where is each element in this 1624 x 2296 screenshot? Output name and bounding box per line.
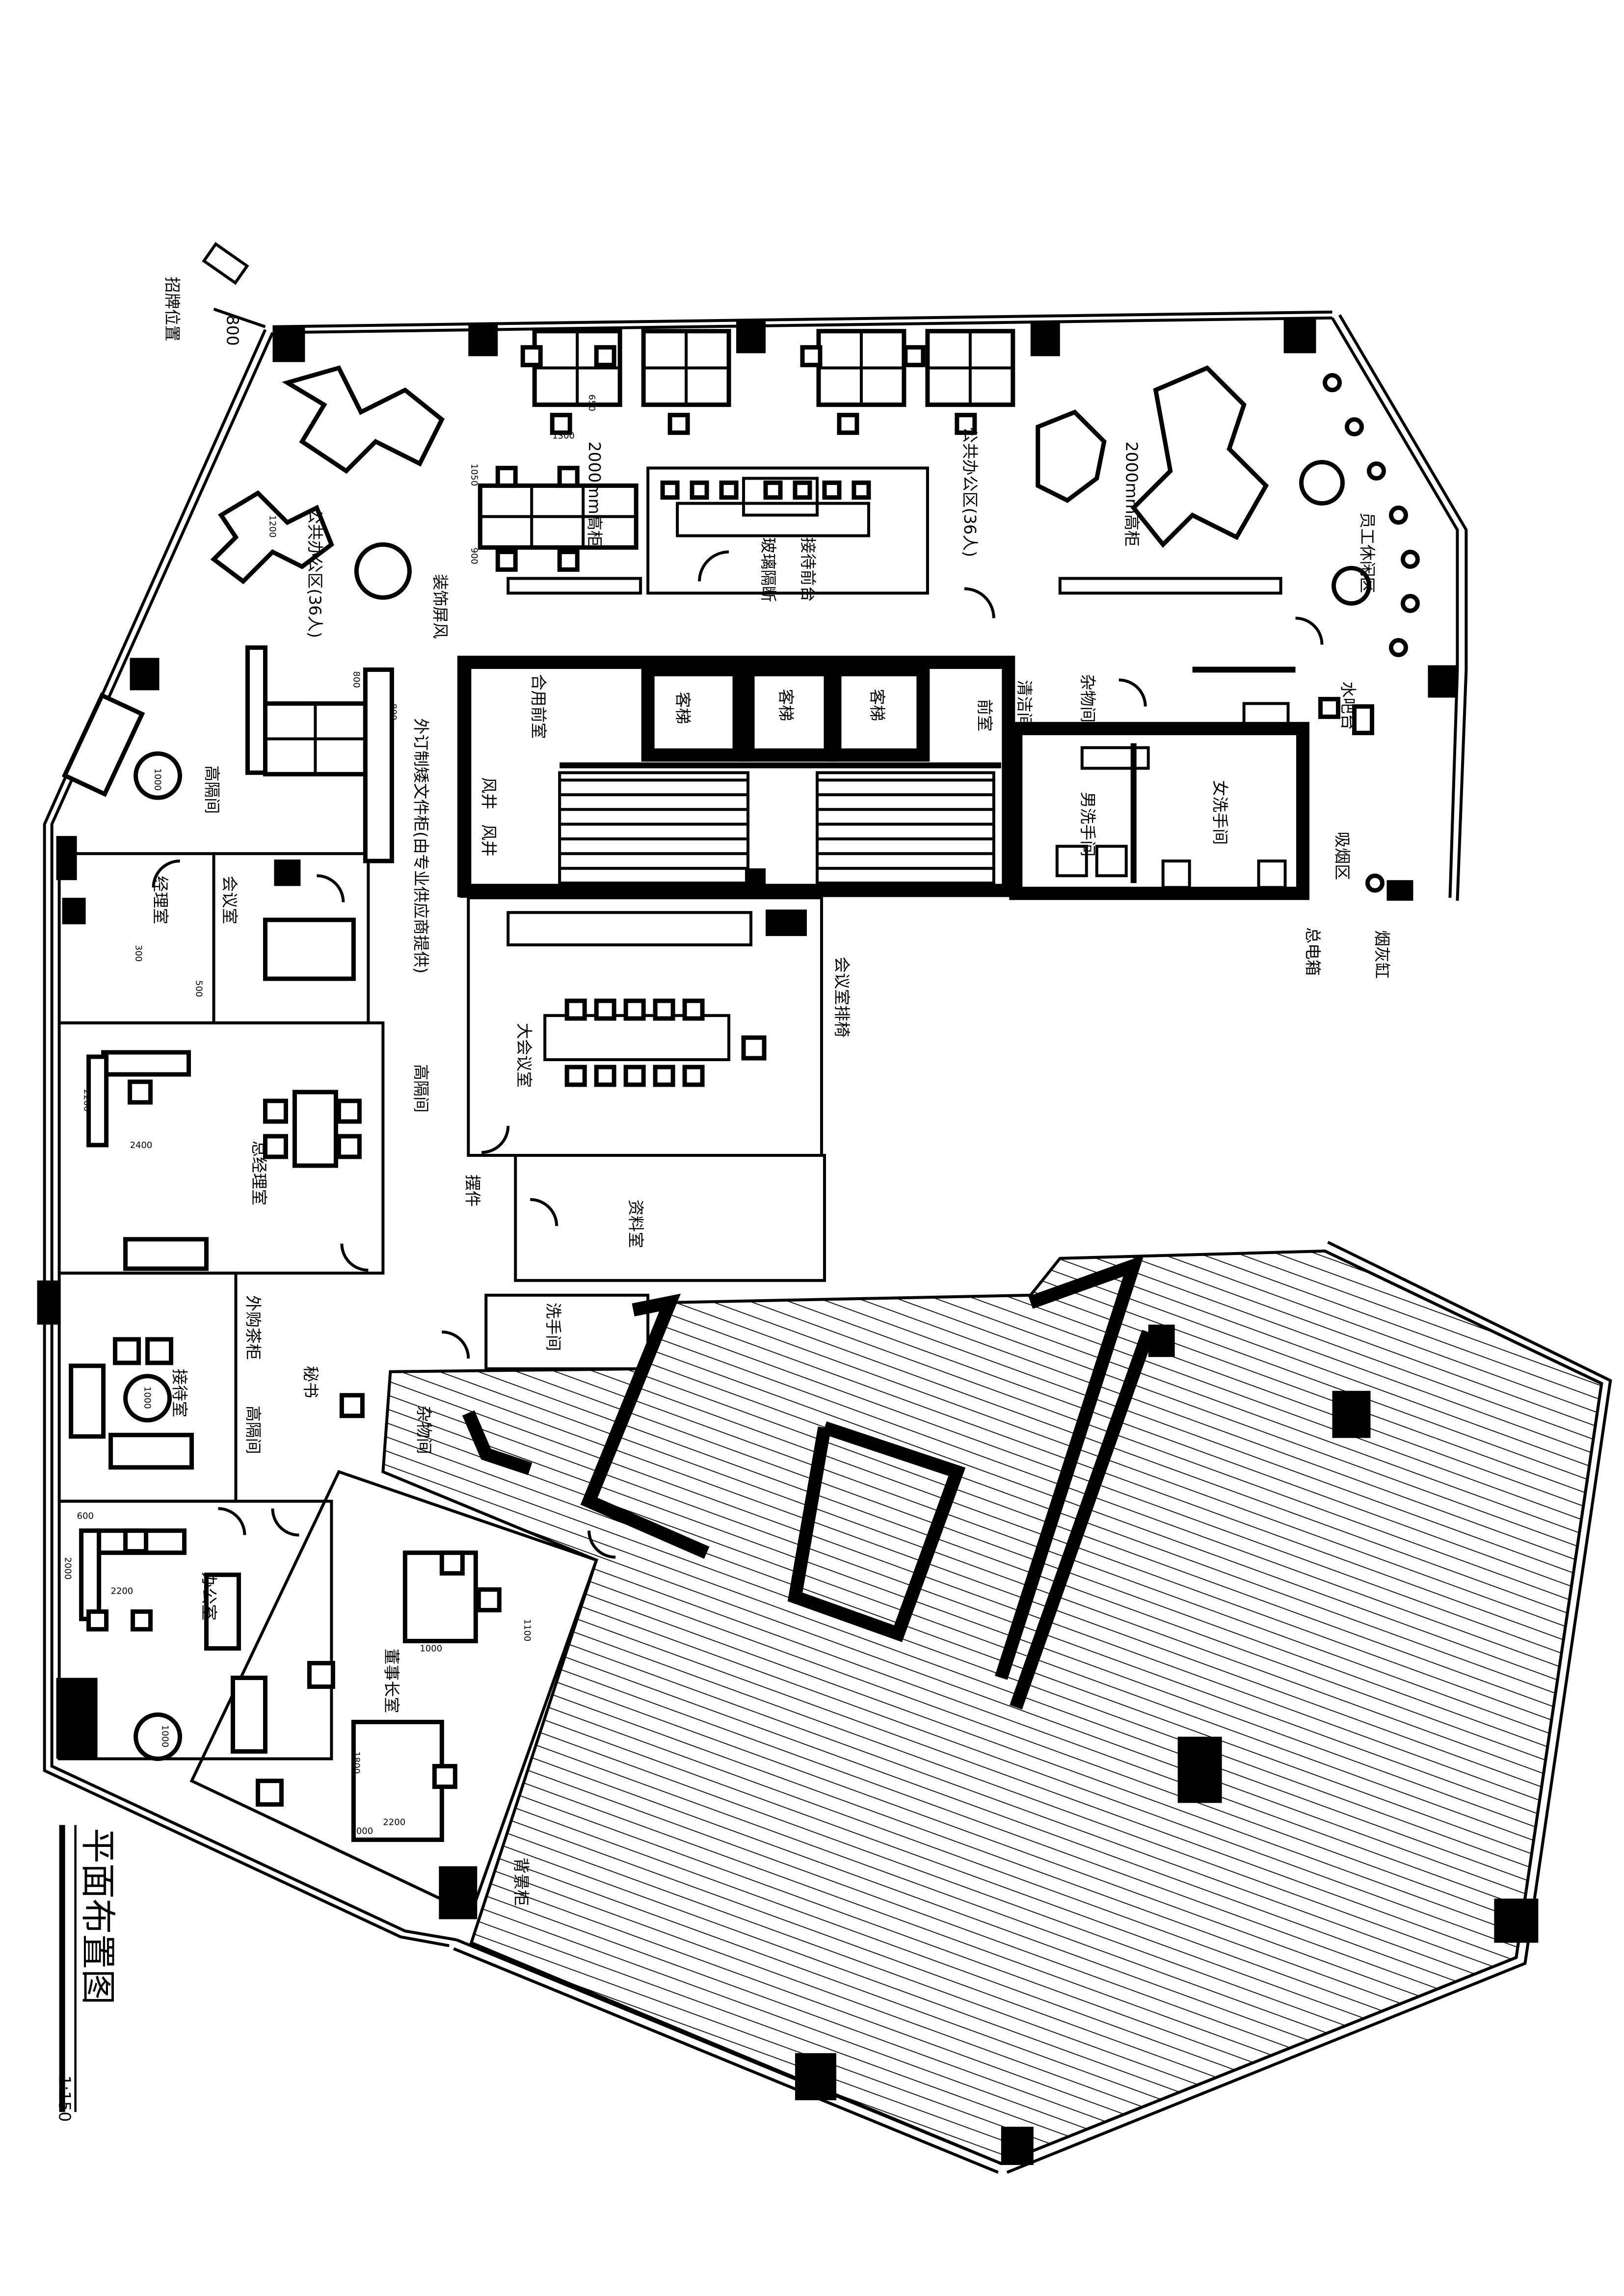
label-document-room: 资料室 — [626, 1200, 645, 1248]
label-manager-room: 经理室 — [151, 876, 170, 924]
dim-2400: 2400 — [130, 1140, 153, 1150]
label-tea-cabinet: 外购茶柜 — [243, 1295, 263, 1360]
label-lift-2: 客梯 — [776, 689, 796, 721]
label-open-office-left: 公共办公区(36人) — [305, 508, 324, 639]
interior-partitions — [57, 466, 1282, 1916]
label-smoking-area: 吸烟区 — [1333, 831, 1352, 880]
dim-300: 300 — [133, 945, 144, 961]
drawing-scale: 1:150 — [55, 2075, 75, 2122]
label-womens-wc: 女洗手间 — [1211, 780, 1230, 845]
dim-2000: 2000 — [63, 1557, 73, 1580]
dim-800: 800 — [351, 671, 361, 688]
label-sign-position: 招牌位置 — [163, 277, 182, 342]
dim-600: 600 — [77, 1511, 94, 1522]
label-wind-shaft-2: 风井 — [479, 824, 498, 856]
dim-1000-e: 1000 — [350, 1826, 373, 1836]
label-meeting-room: 会议室 — [220, 876, 240, 924]
dim-500: 500 — [194, 980, 204, 997]
sign-position-marker — [202, 242, 266, 328]
label-water-bar: 水吧台 — [1339, 681, 1358, 730]
label-storage: 杂物间 — [1078, 674, 1097, 722]
door-swings — [152, 550, 1324, 1559]
dim-898: 800 — [388, 703, 398, 720]
label-sign-dim: 800 — [223, 315, 242, 346]
stair-treads — [558, 771, 995, 885]
workstations — [210, 329, 1269, 863]
label-high-cabinet-left: 2000mm高柜 — [585, 442, 604, 547]
label-general-manager: 总经理室 — [249, 1141, 268, 1205]
label-high-partition-2: 高隔间 — [411, 1064, 430, 1113]
dim-650: 650 — [586, 395, 597, 411]
label-decor-screen: 装饰屏风 — [430, 574, 450, 639]
label-lift-3: 客梯 — [868, 689, 887, 721]
label-back-cabinet: 背景柜 — [511, 1857, 531, 1906]
core-lifts-stairs — [457, 655, 1015, 898]
label-custom-file-cabinet: 外订制矮文件柜(由专业供应商提供) — [411, 718, 430, 973]
label-big-meeting-room: 大会议室 — [514, 1023, 533, 1088]
dim-1200: 1200 — [267, 515, 277, 538]
dim-1050: 1050 — [469, 464, 479, 486]
toilet-block — [1009, 667, 1310, 900]
label-pantry-piece: 摆件 — [463, 1175, 482, 1207]
dim-1000-a: 1000 — [153, 768, 163, 791]
label-ashtray: 烟灰缸 — [1373, 930, 1392, 979]
hatched-unleased-area — [381, 1249, 1603, 2165]
title-block — [59, 1825, 77, 2112]
label-shared-lobby: 合用前室 — [529, 674, 548, 739]
label-main-power: 总电箱 — [1304, 927, 1323, 976]
label-wind-shaft-1: 风井 — [479, 777, 498, 809]
dimension-labels: 650 1300 1200 1050 900 800 800 1000 300 … — [63, 395, 597, 1837]
label-high-cabinet-right: 2000mm高柜 — [1122, 442, 1142, 547]
room-labels: 招牌位置 800 公共办公区(36人) 2000mm高柜 公共办公区(36人) … — [151, 277, 1392, 1906]
label-high-partition-1: 高隔间 — [203, 765, 222, 814]
label-office: 办公室 — [200, 1572, 219, 1621]
label-high-partition-3: 高隔间 — [243, 1406, 263, 1454]
label-reception-room: 接待室 — [170, 1369, 189, 1417]
dim-2200-c: 2200 — [383, 1817, 405, 1827]
label-meeting-row-chairs: 会议室排椅 — [832, 957, 852, 1038]
label-front-room: 前室 — [975, 699, 994, 731]
label-storage2: 杂物间 — [414, 1406, 433, 1454]
dim-1000-d: 1000 — [160, 1725, 170, 1747]
chairs-and-tables — [61, 345, 1420, 1842]
dim-1800: 1800 — [351, 1751, 361, 1774]
label-mens-wc: 男洗手间 — [1078, 792, 1097, 856]
label-chairman: 董事长室 — [382, 1649, 401, 1713]
label-open-office-top: 公共办公区(36人) — [960, 427, 980, 557]
label-reception-front: 接待前台 — [799, 537, 818, 602]
dim-2200-b: 2200 — [111, 1586, 133, 1597]
drawing-title: 平面布置图 — [78, 1828, 119, 2004]
dim-2200-a: 2200 — [82, 1089, 92, 1112]
dim-1000-b: 1000 — [142, 1387, 153, 1409]
structural-columns — [37, 318, 1539, 2165]
dim-1100: 1100 — [522, 1619, 532, 1642]
label-glass-partition: 玻璃隔断 — [759, 537, 778, 602]
dim-900: 900 — [469, 548, 479, 564]
label-staff-rest: 员工休闲区 — [1358, 512, 1377, 593]
label-lift-1: 客梯 — [673, 692, 692, 724]
dim-1300: 1300 — [552, 431, 575, 441]
label-wc-small: 洗手间 — [544, 1303, 563, 1351]
dim-1000-c: 1000 — [420, 1644, 442, 1654]
label-cleaning-room: 清洁间 — [1015, 680, 1034, 728]
label-secretary: 秘书 — [301, 1366, 320, 1398]
